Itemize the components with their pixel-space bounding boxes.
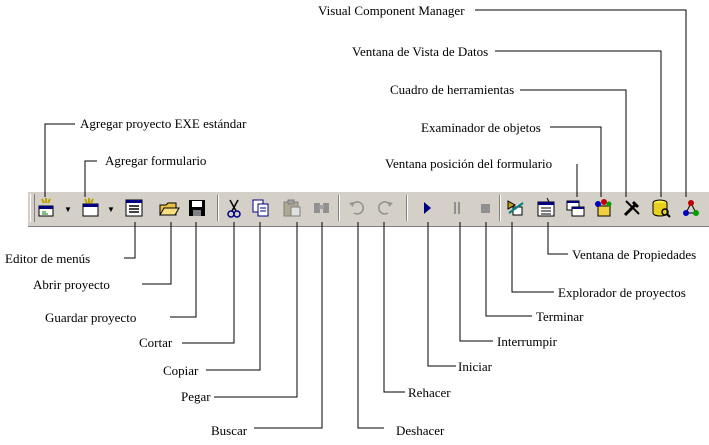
- add-form-icon[interactable]: [80, 197, 102, 219]
- save-project-icon[interactable]: [186, 197, 208, 219]
- label-rehacer: Rehacer: [408, 385, 451, 400]
- toolbar-separator: [338, 195, 340, 221]
- label-interrumpir: Interrumpir: [497, 334, 557, 349]
- open-project-icon[interactable]: [158, 197, 180, 219]
- label-agregar-exe: Agregar proyecto EXE estándar: [80, 116, 247, 131]
- label-pegar: Pegar: [181, 389, 211, 404]
- toolbar-separator: [406, 195, 408, 221]
- toolbox-icon[interactable]: [621, 197, 643, 219]
- label-buscar: Buscar: [211, 423, 248, 438]
- label-explorador-proyectos: Explorador de proyectos: [558, 285, 686, 300]
- copy-icon[interactable]: [250, 197, 272, 219]
- menu-editor-icon[interactable]: [123, 197, 145, 219]
- label-ventana-propiedades: Ventana de Propiedades: [572, 247, 697, 262]
- end-icon[interactable]: [474, 197, 496, 219]
- label-guardar-proyecto: Guardar proyecto: [45, 310, 137, 325]
- label-examinador-objetos: Examinador de objetos: [421, 120, 541, 135]
- properties-window-icon[interactable]: [535, 197, 557, 219]
- undo-icon[interactable]: [346, 197, 368, 219]
- label-iniciar: Iniciar: [458, 359, 492, 374]
- form-layout-icon[interactable]: [564, 197, 586, 219]
- add-exe-project-icon[interactable]: [36, 197, 58, 219]
- redo-icon[interactable]: [374, 197, 396, 219]
- label-ventana-posicion: Ventana posición del formulario: [385, 156, 553, 171]
- toolbar-separator: [499, 195, 501, 221]
- data-view-icon[interactable]: [650, 197, 672, 219]
- label-editor-menus: Editor de menús: [5, 251, 91, 266]
- start-icon[interactable]: [416, 197, 438, 219]
- dropdown-arrow-icon[interactable]: ▼: [107, 205, 115, 214]
- label-copiar: Copiar: [163, 363, 199, 378]
- toolbar-separator: [217, 195, 219, 221]
- paste-icon[interactable]: [281, 197, 303, 219]
- dropdown-arrow-icon[interactable]: ▼: [64, 205, 72, 214]
- label-terminar: Terminar: [536, 309, 584, 324]
- break-icon[interactable]: [446, 197, 468, 219]
- label-cuadro-herramientas: Cuadro de herramientas: [390, 82, 515, 97]
- label-deshacer: Deshacer: [396, 423, 445, 438]
- label-vista-datos: Ventana de Vista de Datos: [352, 44, 489, 59]
- object-browser-icon[interactable]: [592, 197, 614, 219]
- cut-icon[interactable]: [223, 197, 245, 219]
- toolbar-grip[interactable]: [30, 194, 35, 222]
- find-icon[interactable]: [311, 197, 333, 219]
- label-agregar-formulario: Agregar formulario: [105, 153, 207, 168]
- label-cortar: Cortar: [139, 335, 173, 350]
- component-manager-icon[interactable]: [680, 197, 702, 219]
- label-abrir-proyecto: Abrir proyecto: [33, 277, 110, 292]
- label-component-manager: Visual Component Manager: [318, 3, 465, 18]
- project-explorer-icon[interactable]: [505, 197, 527, 219]
